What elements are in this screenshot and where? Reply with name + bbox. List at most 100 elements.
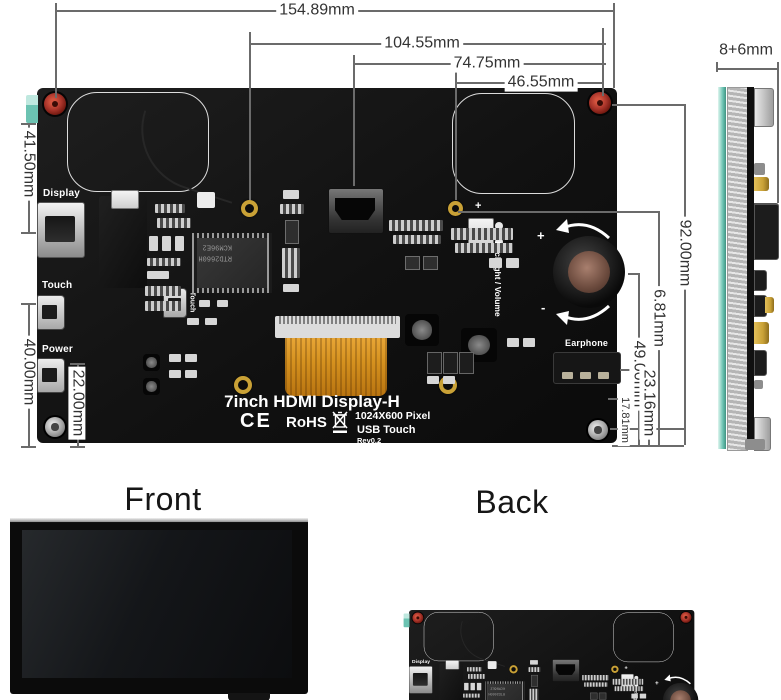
back-view-title: Back	[475, 484, 549, 520]
dim-right-2: 6.81mm	[649, 286, 667, 350]
display-port-label: Display	[43, 188, 80, 199]
touch-zone-outline-right	[613, 612, 674, 663]
mounting-ring	[234, 376, 252, 394]
extension-line	[55, 3, 57, 98]
ffc-connector	[275, 316, 400, 338]
smd-component	[162, 236, 171, 251]
board-title: 7inch HDMI Display-H	[224, 392, 400, 411]
gold-standoff	[611, 665, 619, 673]
smd-component	[531, 674, 538, 687]
ffc-pins	[279, 316, 396, 324]
smd-component	[157, 218, 191, 228]
hdmi-slot	[335, 198, 375, 220]
smd-component	[147, 271, 169, 279]
inner-touch-label: Touch	[188, 291, 196, 313]
smd-component	[529, 688, 539, 700]
top-edge-highlight	[10, 518, 308, 523]
extension-line	[353, 55, 355, 186]
hdmi-connector	[552, 659, 580, 682]
smd-component	[405, 256, 420, 270]
gold-screw-edge	[765, 297, 774, 313]
rotate-arrow-down-icon	[556, 304, 611, 325]
rohs-mark: RoHS	[286, 414, 327, 431]
inductor-coil	[146, 357, 157, 368]
screw-hole-top-right	[589, 92, 611, 114]
smd-component	[639, 693, 647, 699]
component-edge	[754, 163, 765, 175]
dim-tick	[21, 123, 36, 125]
dim-width-total: 154.89mm	[276, 2, 358, 20]
smd-component	[405, 314, 439, 346]
port-slot	[42, 305, 57, 319]
connector-latch	[111, 190, 139, 209]
smd-component	[197, 192, 215, 208]
hdmi-connector	[328, 188, 384, 234]
touch-zone-outline-right	[452, 93, 575, 194]
port-slot	[42, 368, 57, 382]
smd-component	[614, 686, 644, 692]
dc-jack-block	[439, 663, 464, 700]
screw-hole-bottom-right	[588, 420, 608, 440]
extension-line	[777, 68, 779, 203]
smd-component	[487, 661, 497, 670]
dim-width-4: 46.55mm	[504, 74, 578, 92]
smd-component	[143, 354, 160, 371]
smd-component	[455, 243, 513, 253]
smd-component	[282, 248, 300, 278]
smd-component	[464, 682, 469, 691]
brass-standoff	[241, 200, 258, 217]
component-edge	[754, 380, 763, 389]
dim-line	[716, 68, 778, 70]
dial-knob	[670, 690, 691, 700]
display-port-label: Display	[411, 659, 431, 665]
plus-mark: +	[475, 200, 482, 212]
gold-post-edge	[754, 322, 769, 344]
display-port	[37, 202, 85, 258]
smd-component	[476, 682, 482, 691]
dc-jack-block	[99, 196, 147, 288]
smd-component	[427, 352, 442, 374]
dim-left-1: 41.50mm	[19, 127, 37, 201]
dim-tick	[21, 232, 36, 234]
reference-line	[612, 104, 684, 106]
screw-hole-bottom-left	[45, 417, 65, 437]
smd-component	[590, 692, 598, 700]
smd-component	[468, 673, 485, 679]
screw-hole-top-left	[412, 612, 424, 624]
solder-dot	[634, 675, 639, 680]
dim-width-2: 104.55mm	[381, 35, 463, 53]
smd-component	[451, 228, 513, 240]
dim-tick	[70, 363, 85, 365]
smd-component	[467, 667, 482, 672]
dim-right-5: 17.81mm	[618, 394, 631, 446]
dial-plus: +	[537, 228, 545, 243]
port-slot	[45, 216, 75, 242]
dial-plus: +	[655, 678, 659, 687]
extension-line	[249, 32, 251, 200]
smd-component	[612, 678, 644, 685]
reference-line	[612, 445, 684, 447]
gold-component-edge	[754, 177, 769, 191]
smd-component	[423, 256, 438, 270]
smd-component	[459, 352, 474, 374]
micro-usb-edge	[754, 350, 767, 376]
extension-line	[455, 72, 457, 200]
smd-component	[147, 258, 181, 266]
front-view	[10, 518, 308, 700]
reference-line	[628, 273, 640, 275]
smd-component	[470, 682, 475, 691]
smd-component	[427, 376, 439, 384]
dim-width-3: 74.75mm	[450, 55, 524, 73]
display-screen	[22, 530, 292, 678]
dim-right-1: 92.00mm	[675, 216, 693, 290]
smd-component	[443, 352, 458, 374]
smd-component	[528, 667, 541, 672]
smd-component	[143, 378, 160, 395]
metal-frame-layer	[727, 87, 748, 451]
extension-line	[602, 28, 604, 96]
flex-cable	[285, 338, 387, 396]
